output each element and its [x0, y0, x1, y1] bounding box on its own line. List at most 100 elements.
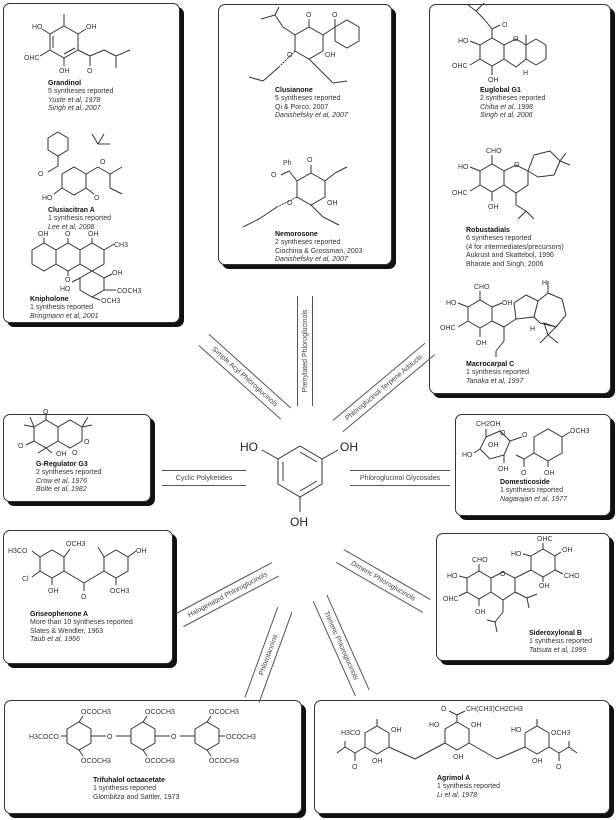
- compound-name: Clusianone: [275, 87, 313, 94]
- atom-label: OHC: [443, 596, 459, 603]
- atom-label: O: [513, 36, 519, 43]
- reference: Qi & Porco, 2007: [275, 103, 329, 111]
- panel-halogenated: H3CO OCH3 OH Cl OH O OCH3 Griseophenone …: [3, 530, 173, 664]
- knipholone-caption: Knipholone 1 synthesis reported Bringman…: [30, 296, 99, 321]
- compound-name: Robustadials: [466, 227, 510, 234]
- atom-label: OCOCH3: [81, 758, 111, 765]
- compound-name: Sideroxylonal B: [529, 630, 582, 637]
- clusiacitran-caption: Clusiacitran A 1 synthesis reported Lee …: [48, 207, 111, 232]
- domesticoside-structure: CH2OH O O OCH3 OH HO OH O OH: [462, 421, 590, 477]
- atom-label: OH: [391, 727, 402, 734]
- atom-label: O: [100, 159, 106, 166]
- atom-label: HO: [429, 722, 440, 729]
- atom-label: OH: [476, 340, 487, 347]
- atom-label: HO: [511, 727, 522, 734]
- reference: Tatsuta et al, 1999: [529, 646, 587, 654]
- atom-label: O: [556, 764, 562, 771]
- clusianone-structure: O O O OH: [248, 6, 360, 84]
- atom-label: O: [287, 52, 293, 59]
- panel-cyclic-polyketides: O O O O OH G-Regulator G3 2 syntheses re…: [3, 409, 151, 502]
- clusianone-caption: Clusianone 5 syntheses reported Qi & Por…: [275, 87, 348, 121]
- compound-name: G-Regulator G3: [36, 461, 88, 468]
- atom-label: CHO: [564, 573, 580, 580]
- atom-label: CH2OH: [476, 421, 501, 428]
- euglobal-caption: Euglobal G1 2 syntheses reported Chiba e…: [480, 87, 545, 121]
- atom-label: OCOCH3: [209, 709, 239, 716]
- atom-label: O: [352, 764, 358, 771]
- atom-label: CH(CH3)CH2CH3: [466, 706, 523, 713]
- atom-label: O: [307, 157, 313, 164]
- compound-name: Agrimol A: [437, 775, 471, 782]
- synthesis-count: 6 syntheses reported: [466, 235, 532, 243]
- macrocarpal-caption: Macrocarpal C 1 synthesis reported Tanak…: [466, 361, 529, 386]
- atom-label: OH: [56, 451, 67, 458]
- atom-label: OCOCH3: [226, 734, 256, 741]
- atom-label: O: [171, 734, 177, 741]
- trifuhalol-caption: Trifuhalol octaacetate 1 synthesis repor…: [93, 777, 179, 802]
- atom-label: O: [87, 68, 93, 75]
- atom-label: OH: [325, 52, 336, 59]
- synthesis-count: 5 syntheses reported: [275, 95, 341, 103]
- sideroxylonal-structure: OHC OH HO CHO CHO HO O OH OHC OH: [443, 536, 580, 633]
- atom-label: OH: [88, 231, 99, 238]
- atom-label: O: [18, 443, 24, 450]
- atom-label: OHC: [452, 190, 468, 197]
- atom-label: O: [72, 450, 78, 457]
- panel-prenylated: O O O OH Clusianone 5 syntheses reported…: [218, 4, 392, 265]
- agrimol-structure: O CH(CH3)CH2CH3 H3CO OH HO OH HO OCH3 O …: [336, 706, 578, 771]
- atom-label: OH: [453, 754, 464, 761]
- atom-label: CHO: [486, 148, 502, 155]
- atom-label: OH: [475, 609, 486, 616]
- atom-label: OH: [112, 270, 123, 277]
- reference: Li et al, 1978: [437, 791, 478, 799]
- atom-label: Cl: [22, 576, 29, 583]
- compound-name: Grandinol: [48, 80, 82, 87]
- reference: Ciochina & Grossman, 2003: [275, 247, 363, 255]
- reference: Bringmann et al, 2001: [30, 312, 99, 320]
- atom-label: O: [514, 162, 520, 169]
- atom-label: OCH3: [101, 298, 121, 305]
- synthesis-count: More than 10 syntheses reported: [30, 619, 133, 627]
- atom-label: HO: [462, 452, 473, 459]
- atom-label: OH: [539, 583, 550, 590]
- atom-label: OCH3: [110, 588, 130, 595]
- atom-label: O: [84, 439, 90, 446]
- griseophenone-caption: Griseophenone A More than 10 syntheses r…: [30, 611, 133, 645]
- atom-label: OHC: [24, 55, 40, 62]
- atom-label: COCH3: [117, 288, 142, 295]
- grandinol-structure: HO OH OHC OH O: [24, 14, 131, 75]
- compound-name: Macrocarpal C: [466, 361, 515, 368]
- atom-label: OCH3: [570, 428, 590, 435]
- knipholone-structure: OH O OH CH3 O OH HO COCH3 OCH3: [31, 231, 142, 305]
- trifuhalol-structure: OCOCH3 OCOCH3 OCOCH3 H3COCO O O OCOCH3 O…: [29, 709, 256, 765]
- atom-label: O: [43, 409, 49, 416]
- atom-label: O: [38, 171, 44, 178]
- atom-label: HO: [60, 286, 71, 293]
- atom-label: CHO: [474, 284, 490, 291]
- atom-label: H3COCO: [29, 734, 60, 741]
- atom-label: OCOCH3: [81, 709, 111, 716]
- agrimol-caption: Agrimol A 1 synthesis reported Li et al,…: [437, 775, 500, 800]
- synthesis-count: 1 synthesis reported: [466, 369, 530, 377]
- atom-label: OH: [488, 442, 499, 449]
- hydroxyl-label: HO: [240, 440, 258, 454]
- atom-label: O: [306, 12, 312, 19]
- synthesis-count: 1 synthesis reported: [437, 783, 501, 791]
- atom-label: HO: [32, 24, 43, 31]
- atom-label: OH: [488, 204, 499, 211]
- atom-label: O: [521, 470, 527, 477]
- atom-label: OH: [59, 68, 70, 75]
- gregulator-structure: O O O O OH: [18, 409, 93, 458]
- atom-label: OHC: [537, 536, 553, 543]
- sideroxylonal-caption: Sideroxylonal B 1 synthesis reported Tat…: [529, 630, 592, 655]
- atom-label: O: [65, 277, 71, 284]
- atom-label: OH: [488, 77, 499, 84]
- reference: Bolte et al, 1982: [36, 486, 87, 494]
- atom-label: O: [441, 706, 447, 713]
- atom-label: HO: [42, 195, 53, 202]
- nemorosone-structure: Ph O O O OH: [242, 157, 348, 228]
- euglobal-structure: O HO O OHC OH H: [452, 2, 547, 84]
- atom-label: H: [523, 70, 528, 77]
- atom-label: O: [502, 22, 508, 29]
- atom-label: OH: [136, 548, 147, 555]
